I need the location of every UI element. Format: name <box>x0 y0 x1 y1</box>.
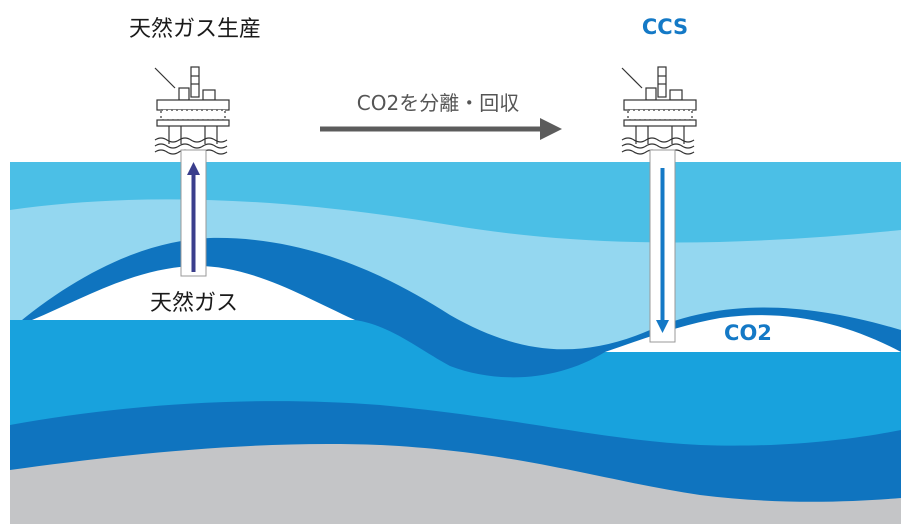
co2-reservoir <box>605 315 901 352</box>
up-arrow-icon <box>187 162 200 175</box>
arrow-label: CO2を分離・回収 <box>357 91 519 115</box>
left-title: 天然ガス生産 <box>129 17 261 42</box>
down-arrow-icon <box>656 320 669 333</box>
injection-well <box>649 149 676 343</box>
gas-reservoir <box>32 265 355 320</box>
production-well <box>180 149 207 277</box>
co2-reservoir-label: CO2 <box>724 321 772 345</box>
transfer-arrow <box>320 118 562 140</box>
bedrock-layer <box>10 444 901 524</box>
gas-reservoir-label: 天然ガス <box>150 291 238 316</box>
strata <box>10 162 901 524</box>
right-title: CCS <box>642 15 688 39</box>
offshore-platform-icon <box>154 66 230 155</box>
right-arrow-icon <box>540 118 562 140</box>
offshore-platform-icon <box>621 66 697 155</box>
